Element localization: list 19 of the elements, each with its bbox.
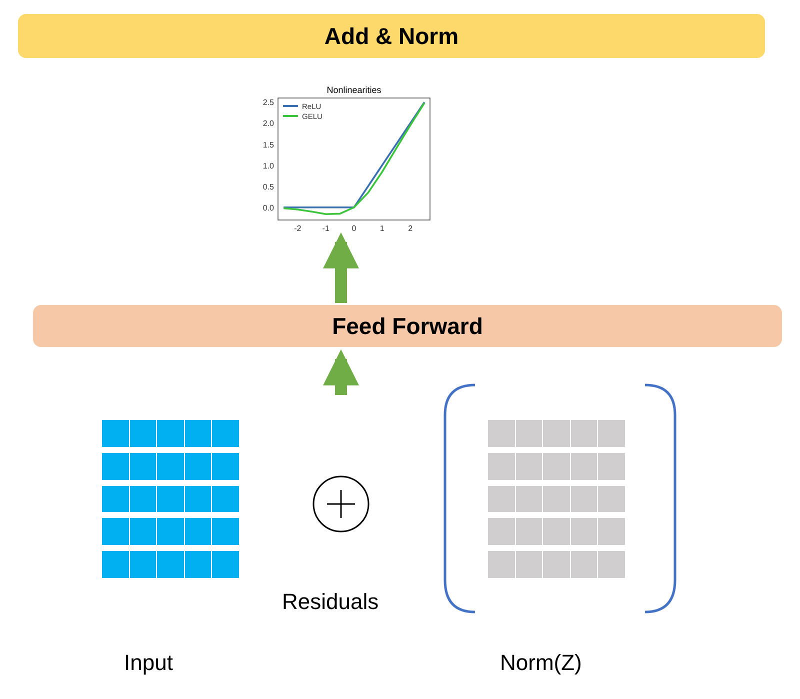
arrow bbox=[323, 232, 359, 303]
caption-label: Residuals bbox=[282, 589, 379, 615]
tick-label: 1.0 bbox=[262, 161, 274, 170]
caption-label: Input bbox=[124, 650, 173, 676]
tick-label: 2.5 bbox=[262, 98, 274, 108]
tick-label: 1.5 bbox=[262, 140, 274, 150]
caption-label: Norm(Z) bbox=[500, 650, 582, 676]
chart-title: Nonlinearities bbox=[326, 85, 382, 95]
tick-label: 2 bbox=[408, 224, 413, 233]
tick-label: 1 bbox=[380, 224, 384, 233]
tick-label: -2 bbox=[294, 224, 302, 233]
tick-label: -1 bbox=[322, 224, 330, 233]
tick-label: 0 bbox=[352, 224, 356, 233]
tick-label: 2.0 bbox=[262, 119, 274, 128]
layer-band: Feed Forward bbox=[33, 305, 782, 347]
layer-band: Add & Norm bbox=[18, 14, 765, 58]
arrow bbox=[323, 349, 359, 395]
tick-label: 0.5 bbox=[262, 182, 274, 192]
tick-label: 0.0 bbox=[262, 203, 274, 212]
